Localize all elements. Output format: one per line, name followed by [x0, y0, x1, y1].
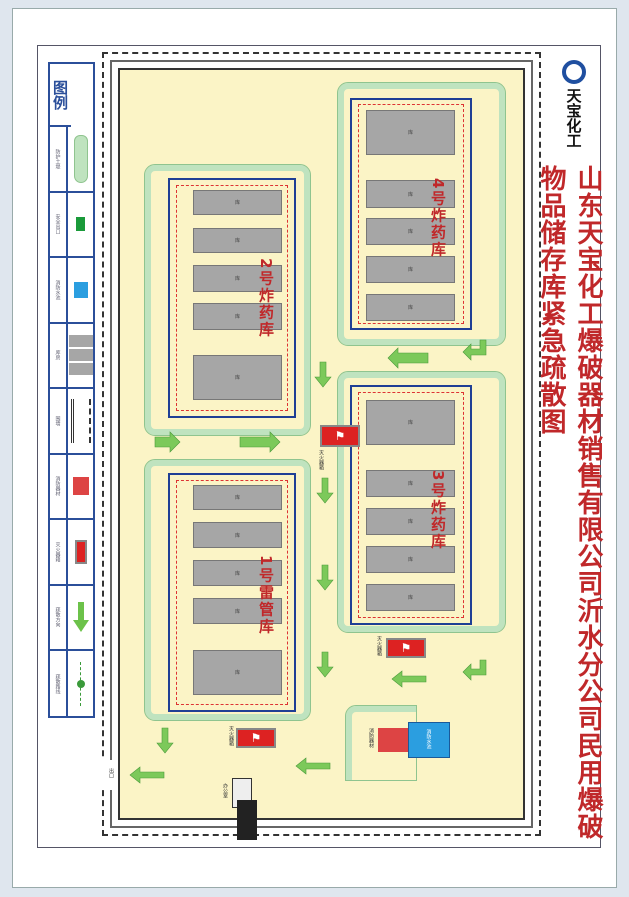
storage-cell: 库	[366, 256, 455, 283]
berm-icon	[73, 134, 88, 183]
arrow-icon	[391, 670, 427, 688]
arrow-icon	[316, 477, 334, 504]
exit-label: 出口	[108, 768, 114, 778]
extinguisher-label: 灭火器箱	[228, 726, 234, 746]
arrow-icon	[295, 757, 331, 775]
legend-label: 围墙	[50, 389, 68, 453]
storage-cell: 库	[193, 560, 282, 586]
arrow-icon	[129, 766, 165, 784]
extinguisher-label: 灭火器箱	[318, 450, 324, 470]
outer-frame	[37, 45, 601, 848]
legend-label: 灭火器箱	[50, 520, 68, 584]
equipment-label: 消防器材	[368, 728, 374, 748]
evacuation-route	[358, 104, 464, 324]
storage-cell: 库	[193, 598, 282, 624]
storage-cell: 库	[193, 355, 282, 400]
berm-pool	[345, 705, 417, 781]
arrow-icon	[72, 602, 89, 633]
storage-cell: 库	[366, 508, 455, 535]
storage-cell: 库	[193, 228, 282, 253]
legend-label: 消防器材	[50, 454, 68, 518]
storage-cell: 库	[366, 110, 455, 155]
storage-cell: 库	[366, 546, 455, 573]
water-pool-icon	[73, 281, 88, 298]
storage-cell: 库	[366, 584, 455, 611]
storage-cell: 库	[193, 522, 282, 548]
legend-panel: 图例 防护土堤 安全出口 消防水池 库房 围墙 消防器材 灭火器箱 疏散方向 疏…	[48, 62, 95, 718]
warehouse-label: 2号炸药库	[257, 258, 275, 339]
storage-cell: 库	[193, 303, 282, 330]
arrow-icon	[316, 651, 334, 678]
evacuation-route	[176, 185, 288, 411]
logo-text: 天宝化工	[564, 88, 583, 148]
berm-2	[144, 164, 311, 436]
gate-device	[237, 800, 257, 840]
fire-extinguisher-box: ⚑	[386, 638, 426, 658]
fire-extinguisher-icon	[74, 539, 87, 564]
legend-label: 疏散方向	[50, 585, 68, 649]
legend-label: 防护土堤	[50, 127, 68, 191]
fire-extinguisher-box: ⚑	[236, 728, 276, 748]
inner-fence	[110, 60, 533, 828]
storage-cell: 库	[366, 400, 455, 445]
berm-3	[337, 371, 506, 633]
wall-icon	[70, 398, 91, 443]
arrow-icon	[462, 339, 487, 361]
exit-gap	[102, 760, 118, 790]
berm-1	[144, 459, 311, 721]
legend-label: 消防水池	[50, 258, 68, 322]
warehouse-label: 1号雷管库	[257, 555, 275, 636]
outer-fence	[102, 52, 541, 836]
fire-equipment-icon	[72, 477, 89, 496]
storage-cell: 库	[193, 650, 282, 695]
storage-cell: 库	[366, 470, 455, 497]
warehouse-label: 3号炸药库	[429, 470, 447, 551]
legend-label: 库房	[50, 323, 68, 387]
extinguisher-label: 灭火器箱	[376, 636, 382, 656]
legend-header: 图例	[50, 64, 71, 127]
arrow-icon	[239, 431, 281, 453]
pool-label: 消防水池	[425, 729, 432, 749]
storage-cell: 库	[366, 180, 455, 208]
arrow-icon	[316, 564, 334, 591]
storage-cell: 库	[193, 485, 282, 510]
office-label: 办公室	[222, 783, 228, 798]
storage-cell: 库	[366, 218, 455, 245]
logo-mark-icon	[562, 60, 586, 84]
company-logo: 天宝化工	[555, 60, 593, 155]
route-icon	[77, 661, 85, 706]
arrow-icon	[154, 431, 181, 453]
storage-cell: 库	[193, 265, 282, 292]
exit-sign-icon	[76, 217, 85, 232]
storage-cell: 库	[193, 190, 282, 215]
storage-cell: 库	[366, 294, 455, 321]
legend-label: 疏散路线	[50, 651, 68, 717]
arrow-icon	[462, 659, 487, 681]
warehouse-label: 4号炸药库	[429, 178, 447, 259]
berm-4	[337, 82, 506, 346]
fire-extinguisher-box: ⚑	[320, 425, 360, 447]
arrow-icon	[156, 727, 174, 754]
fire-equipment-box	[378, 728, 408, 752]
arrow-icon	[387, 347, 429, 369]
legend-label: 安全出口	[50, 192, 68, 256]
page-title: 山东天宝化工爆破器材销售有限公司沂水分公司民用爆破物品储存库紧急疏散图	[536, 165, 603, 840]
evacuation-route	[176, 480, 288, 705]
evacuation-route	[358, 392, 464, 618]
arrow-icon	[314, 361, 332, 388]
storage-cell-icon	[68, 335, 93, 348]
fire-water-pool: 消防水池	[408, 722, 450, 758]
